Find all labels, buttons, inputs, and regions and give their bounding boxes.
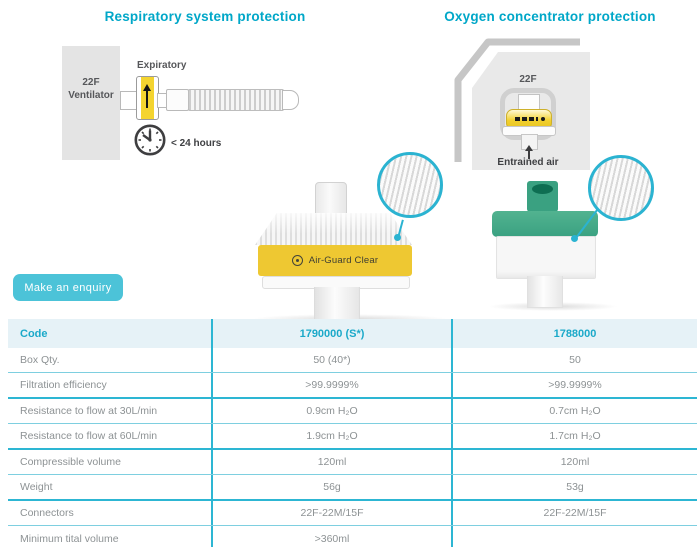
table-row: Resistance to flow at 30L/min 0.9cm H₂O … [8,399,697,424]
row-label: Resistance to flow at 30L/min [20,405,158,417]
row-value: 53g [451,475,697,499]
row-value: >360ml [211,526,451,547]
col-header-product-1790000: 1790000 (S*) [211,319,451,348]
ventilator-box: 22F Ventilator [62,46,120,160]
spec-table: Code 1790000 (S*) 1788000 Box Qty. 50 (4… [8,319,697,547]
row-value: 50 [451,348,697,372]
row-value: 50 (40*) [211,348,451,372]
tube-end-cap [282,90,299,110]
col-header-product-1788000: 1788000 [451,319,697,348]
section-title-oxygen: Oxygen concentrator protection [444,9,656,24]
filter-pleats-zoom-icon [588,155,654,221]
product-photo-green-filter [480,155,700,320]
row-value: 120ml [211,450,451,474]
product-clear-housing [255,213,412,245]
row-value: 120ml [451,450,697,474]
product-bottom-tube [314,287,360,321]
row-value: 1.7cm H₂O [451,424,697,448]
product-photo-air-guard-clear: Air-Guard Clear [240,150,470,325]
concentrator-port-label: 22F [519,74,537,85]
table-row: Box Qty. 50 (40*) 50 [8,348,697,373]
row-label: Connectors [20,507,74,519]
row-label: Weight [20,481,53,493]
brand-logo-icon [291,255,303,266]
ventilator-port-label: 22F [82,77,100,88]
section-title-respiratory: Respiratory system protection [104,9,306,24]
filter-media-dashes [515,117,538,121]
flow-arrow-icon [143,84,151,91]
product-top-connector [527,181,558,212]
table-row: Minimum tital volume >360ml [8,526,697,547]
product-bottom-tube [527,276,563,308]
row-label: Compressible volume [20,456,121,468]
ventilator-label: Ventilator [68,90,114,101]
row-value [451,526,697,547]
clock-icon [134,124,166,156]
row-value: >99.9999% [451,373,697,397]
make-enquiry-button[interactable]: Make an enquiry [13,274,123,301]
table-header-row: Code 1790000 (S*) 1788000 [8,319,697,348]
entrained-air-arrow-icon [525,145,533,151]
product-label-band: Air-Guard Clear [258,245,412,276]
row-value: 22F-22M/15F [451,501,697,525]
duration-label: < 24 hours [171,138,222,149]
product-top-connector [315,182,347,217]
filter-pleats-zoom-icon [377,152,443,218]
entrained-air-label: Entrained air [497,157,559,168]
table-row: Compressible volume 120ml 120ml [8,450,697,475]
product-green-cap [492,211,598,237]
table-row: Weight 56g 53g [8,475,697,501]
row-value: 56g [211,475,451,499]
row-label: Minimum tital volume [20,533,119,545]
table-row: Filtration efficiency >99.9999% >99.9999… [8,373,697,399]
row-value: >99.9999% [211,373,451,397]
row-value: 0.7cm H₂O [451,399,697,423]
table-row: Resistance to flow at 60L/min 1.9cm H₂O … [8,424,697,450]
row-value: 0.9cm H₂O [211,399,451,423]
filter-cross-section [136,76,159,120]
product-white-body [496,236,596,279]
row-value: 1.9cm H₂O [211,424,451,448]
product-name-label: Air-Guard Clear [308,255,379,266]
expiratory-label: Expiratory [137,60,187,71]
row-label: Box Qty. [20,354,60,366]
tube-connector-large [166,89,189,111]
row-label: Resistance to flow at 60L/min [20,430,158,442]
col-header-code: Code [20,327,48,340]
corrugated-tube [188,89,284,111]
table-row: Connectors 22F-22M/15F 22F-22M/15F [8,501,697,526]
row-value: 22F-22M/15F [211,501,451,525]
row-label: Filtration efficiency [20,379,107,391]
